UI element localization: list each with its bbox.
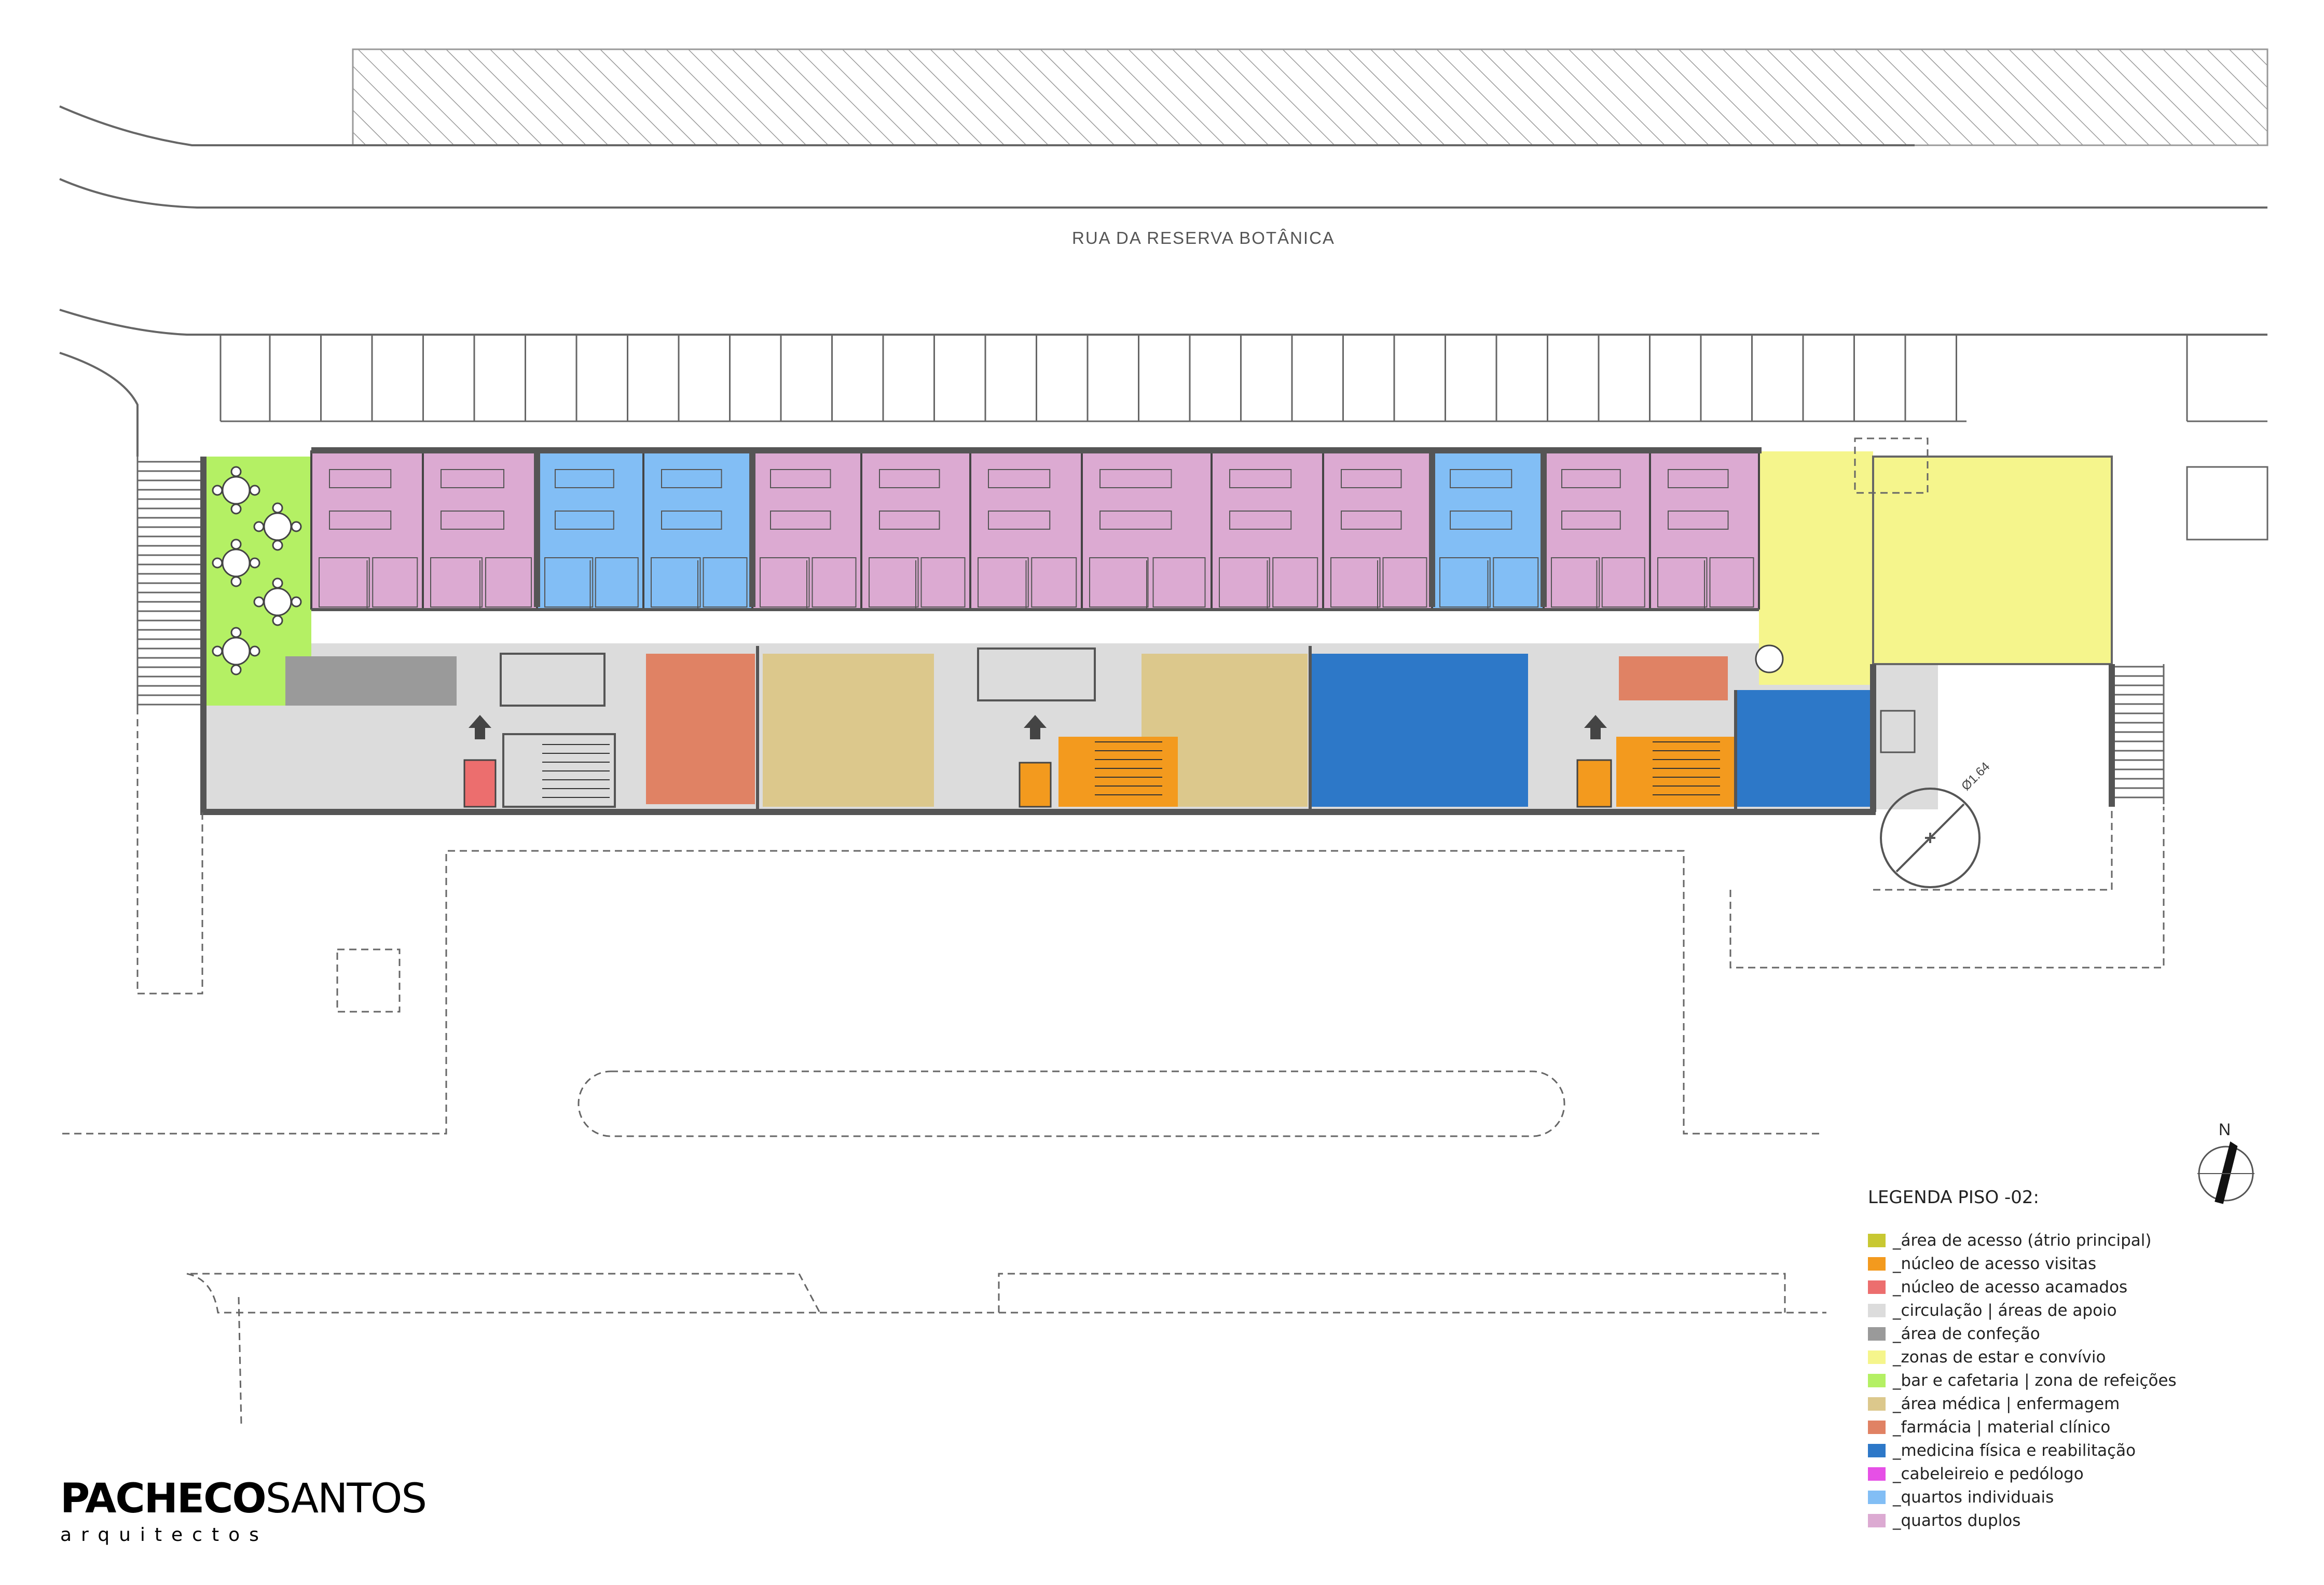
legend-swatch <box>1868 1443 1886 1457</box>
pharmacy-zone-2 <box>1619 656 1728 700</box>
legend-item: _cabeleireio e pedólogo <box>1868 1462 2293 1485</box>
lounge-terrace <box>1872 456 2113 665</box>
legend-item: _medicina física e reabilitação <box>1868 1439 2293 1462</box>
legend-item: _área de confeção <box>1868 1322 2293 1345</box>
legend-item: _zonas de estar e convívio <box>1868 1345 2293 1369</box>
legend-label: _cabeleireio e pedólogo <box>1893 1464 2084 1483</box>
skylight-circle <box>1880 710 1981 888</box>
logo-name: PACHECOSANTOS <box>60 1476 427 1522</box>
legend-label: _núcleo de acesso visitas <box>1893 1254 2097 1273</box>
rehab-zone-1 <box>1310 654 1528 807</box>
legend-title: LEGENDA PISO -02: <box>1868 1187 2040 1208</box>
legend-label: _área médica | enfermagem <box>1893 1394 2120 1413</box>
legend-label: _quartos individuais <box>1893 1487 2054 1507</box>
legend-swatch <box>1868 1467 1886 1481</box>
dimension-label: Ø1.64 <box>1959 760 1992 793</box>
visitor-core-1 <box>1058 737 1178 807</box>
double-rooms-2 <box>752 449 1432 610</box>
street-label: RUA DA RESERVA BOTÂNICA <box>1072 228 1335 247</box>
legend-item: _núcleo de acesso acamados <box>1868 1275 2293 1299</box>
logo-subtitle: arquitectos <box>60 1524 268 1546</box>
legend-item: _circulação | áreas de apoio <box>1868 1299 2293 1322</box>
north-label: N <box>2219 1120 2231 1139</box>
legend-label: _núcleo de acesso acamados <box>1893 1277 2128 1297</box>
legend-swatch <box>1868 1327 1886 1341</box>
legend-item: _farmácia | material clínico <box>1868 1415 2293 1439</box>
legend-swatch <box>1868 1350 1886 1364</box>
legend-item: _bar e cafetaria | zona de refeições <box>1868 1369 2293 1392</box>
legend-swatch <box>1868 1280 1886 1294</box>
legend-swatch <box>1868 1303 1886 1317</box>
hatched-block <box>352 48 2268 146</box>
entrance-arrows <box>469 715 1607 739</box>
legend-label: _farmácia | material clínico <box>1893 1417 2111 1437</box>
legend-swatch <box>1868 1420 1886 1434</box>
legend-item: _quartos duplos <box>1868 1509 2293 1532</box>
north-arrow-icon: N <box>2197 1120 2254 1204</box>
legend-list: _área de acesso (átrio principal) _núcleo… <box>1868 1229 2293 1532</box>
legend-label: _medicina física e reabilitação <box>1893 1441 2136 1460</box>
exterior-stairs-right <box>2112 664 2165 804</box>
legend-label: _quartos duplos <box>1893 1511 2021 1530</box>
logo: PACHECOSANTOS arquitectos <box>60 1476 427 1546</box>
legend-swatch <box>1868 1257 1886 1271</box>
legend-label: _área de confeção <box>1893 1324 2040 1343</box>
legend-swatch <box>1868 1397 1886 1411</box>
parking-bays <box>219 335 2268 541</box>
street-lines <box>59 105 2267 457</box>
legend-swatch <box>1868 1233 1886 1247</box>
logo-name-bold: PACHECO <box>60 1476 267 1522</box>
legend: LEGENDA PISO -02: _área de acesso (átrio… <box>1868 1187 2293 1532</box>
logo-name-light: SANTOS <box>265 1476 427 1522</box>
rehab-zone-2 <box>1736 690 1873 807</box>
visitor-lift-1 <box>1019 762 1052 808</box>
kitchen-zone <box>285 656 457 706</box>
legend-label: _área de acesso (átrio principal) <box>1893 1231 2152 1250</box>
visitor-lift-2 <box>1576 759 1612 808</box>
legend-swatch <box>1868 1490 1886 1504</box>
legend-swatch <box>1868 1373 1886 1387</box>
medical-zone-1 <box>763 654 934 807</box>
pharmacy-zone-1 <box>646 654 755 804</box>
legend-item: _núcleo de acesso visitas <box>1868 1252 2293 1275</box>
lounge-zone <box>1759 451 1873 685</box>
stretcher-lift-1 <box>463 759 497 808</box>
legend-item: _quartos individuais <box>1868 1485 2293 1509</box>
legend-label: _bar e cafetaria | zona de refeições <box>1893 1371 2177 1390</box>
exterior-walls <box>200 447 2115 815</box>
legend-swatch <box>1868 1513 1886 1527</box>
visitor-core-2 <box>1616 737 1736 807</box>
building <box>200 447 2115 815</box>
legend-item: _área de acesso (átrio principal) <box>1868 1229 2293 1252</box>
legend-label: _zonas de estar e convívio <box>1893 1347 2106 1367</box>
exterior-stairs-left <box>136 457 203 708</box>
dashed-outlines <box>62 437 2165 1425</box>
legend-label: _circulação | áreas de apoio <box>1893 1301 2117 1320</box>
legend-item: _área médica | enfermagem <box>1868 1392 2293 1415</box>
